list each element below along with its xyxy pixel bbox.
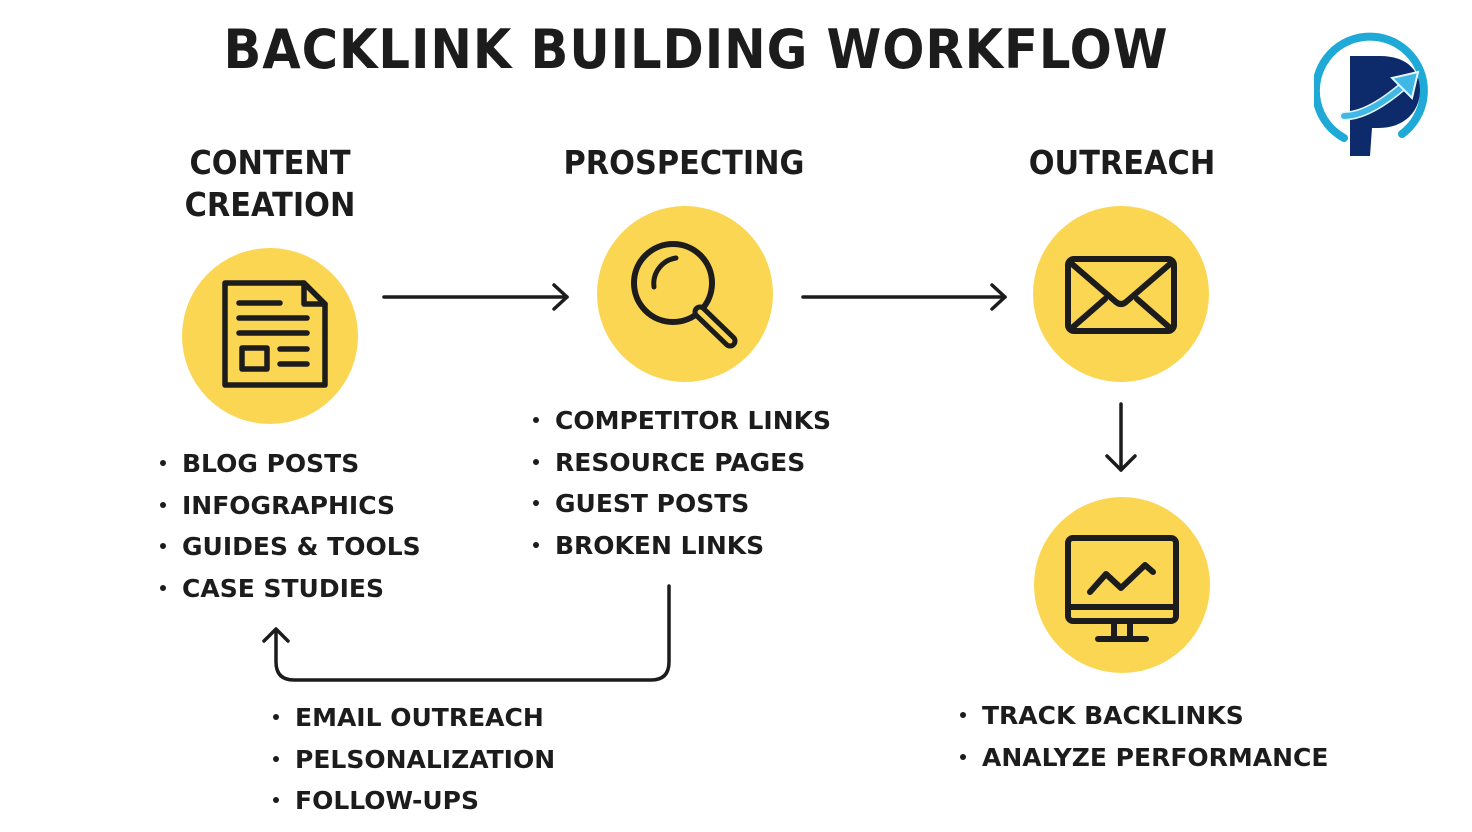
bullet-icon xyxy=(160,460,166,466)
bullet-icon xyxy=(960,712,966,718)
outreach-list: EMAIL OUTREACH PELSONALIZATION FOLLOW-UP… xyxy=(273,697,555,822)
bullet-icon xyxy=(533,458,539,465)
content-creation-node xyxy=(182,248,358,424)
list-item: FOLLOW-UPS xyxy=(273,780,555,822)
list-item: BROKEN LINKS xyxy=(533,525,831,567)
envelope-icon xyxy=(1065,256,1177,334)
monitor-chart-icon xyxy=(1065,535,1179,642)
monitoring-list: TRACK BACKLINKS ANALYZE PERFORMANCE xyxy=(960,695,1328,778)
list-item: PELSONALIZATION xyxy=(273,739,555,781)
bullet-icon xyxy=(533,541,539,548)
list-item: ANALYZE PERFORMANCE xyxy=(960,737,1328,779)
diagram-title: BACKLINK BUILDING WORKFLOW xyxy=(223,18,1169,81)
list-item: EMAIL OUTREACH xyxy=(273,697,555,739)
bullet-icon xyxy=(533,500,539,506)
bullet-icon xyxy=(273,714,279,720)
list-item: RESOURCE PAGES xyxy=(533,442,831,484)
list-item: CASE STUDIES xyxy=(160,568,421,610)
arrow-right-icon xyxy=(801,283,1007,311)
prospecting-node xyxy=(597,206,773,382)
list-item: COMPETITOR LINKS xyxy=(533,400,831,442)
bullet-icon xyxy=(160,584,166,591)
p-arrow-logo-icon xyxy=(1311,32,1428,156)
list-item: GUEST POSTS xyxy=(533,483,831,525)
bullet-icon xyxy=(960,753,966,760)
arrow-down-icon xyxy=(1105,402,1137,472)
bullet-icon xyxy=(273,755,279,762)
step-heading-content-creation: CONTENT CREATION xyxy=(160,142,381,226)
arrow-right-icon xyxy=(382,283,569,311)
list-item: TRACK BACKLINKS xyxy=(960,695,1328,737)
monitoring-node xyxy=(1034,497,1210,673)
step-heading-prospecting: PROSPECTING xyxy=(563,143,805,182)
list-item: INFOGRAPHICS xyxy=(160,485,421,527)
magnifier-icon xyxy=(631,241,738,349)
heading-line: CREATION xyxy=(184,185,356,224)
brand-logo xyxy=(1311,26,1438,160)
bullet-icon xyxy=(533,417,539,423)
bullet-icon xyxy=(273,797,279,803)
step-heading-outreach: OUTREACH xyxy=(1028,143,1216,182)
prospecting-list: COMPETITOR LINKS RESOURCE PAGES GUEST PO… xyxy=(533,400,831,566)
list-item: BLOG POSTS xyxy=(160,443,421,485)
document-icon xyxy=(222,280,328,388)
list-item: GUIDES & TOOLS xyxy=(160,526,421,568)
outreach-node xyxy=(1033,206,1209,382)
bullet-icon xyxy=(160,501,166,508)
content-creation-list: BLOG POSTS INFOGRAPHICS GUIDES & TOOLS C… xyxy=(160,443,421,609)
heading-line: CONTENT xyxy=(189,143,351,182)
bullet-icon xyxy=(160,543,166,549)
